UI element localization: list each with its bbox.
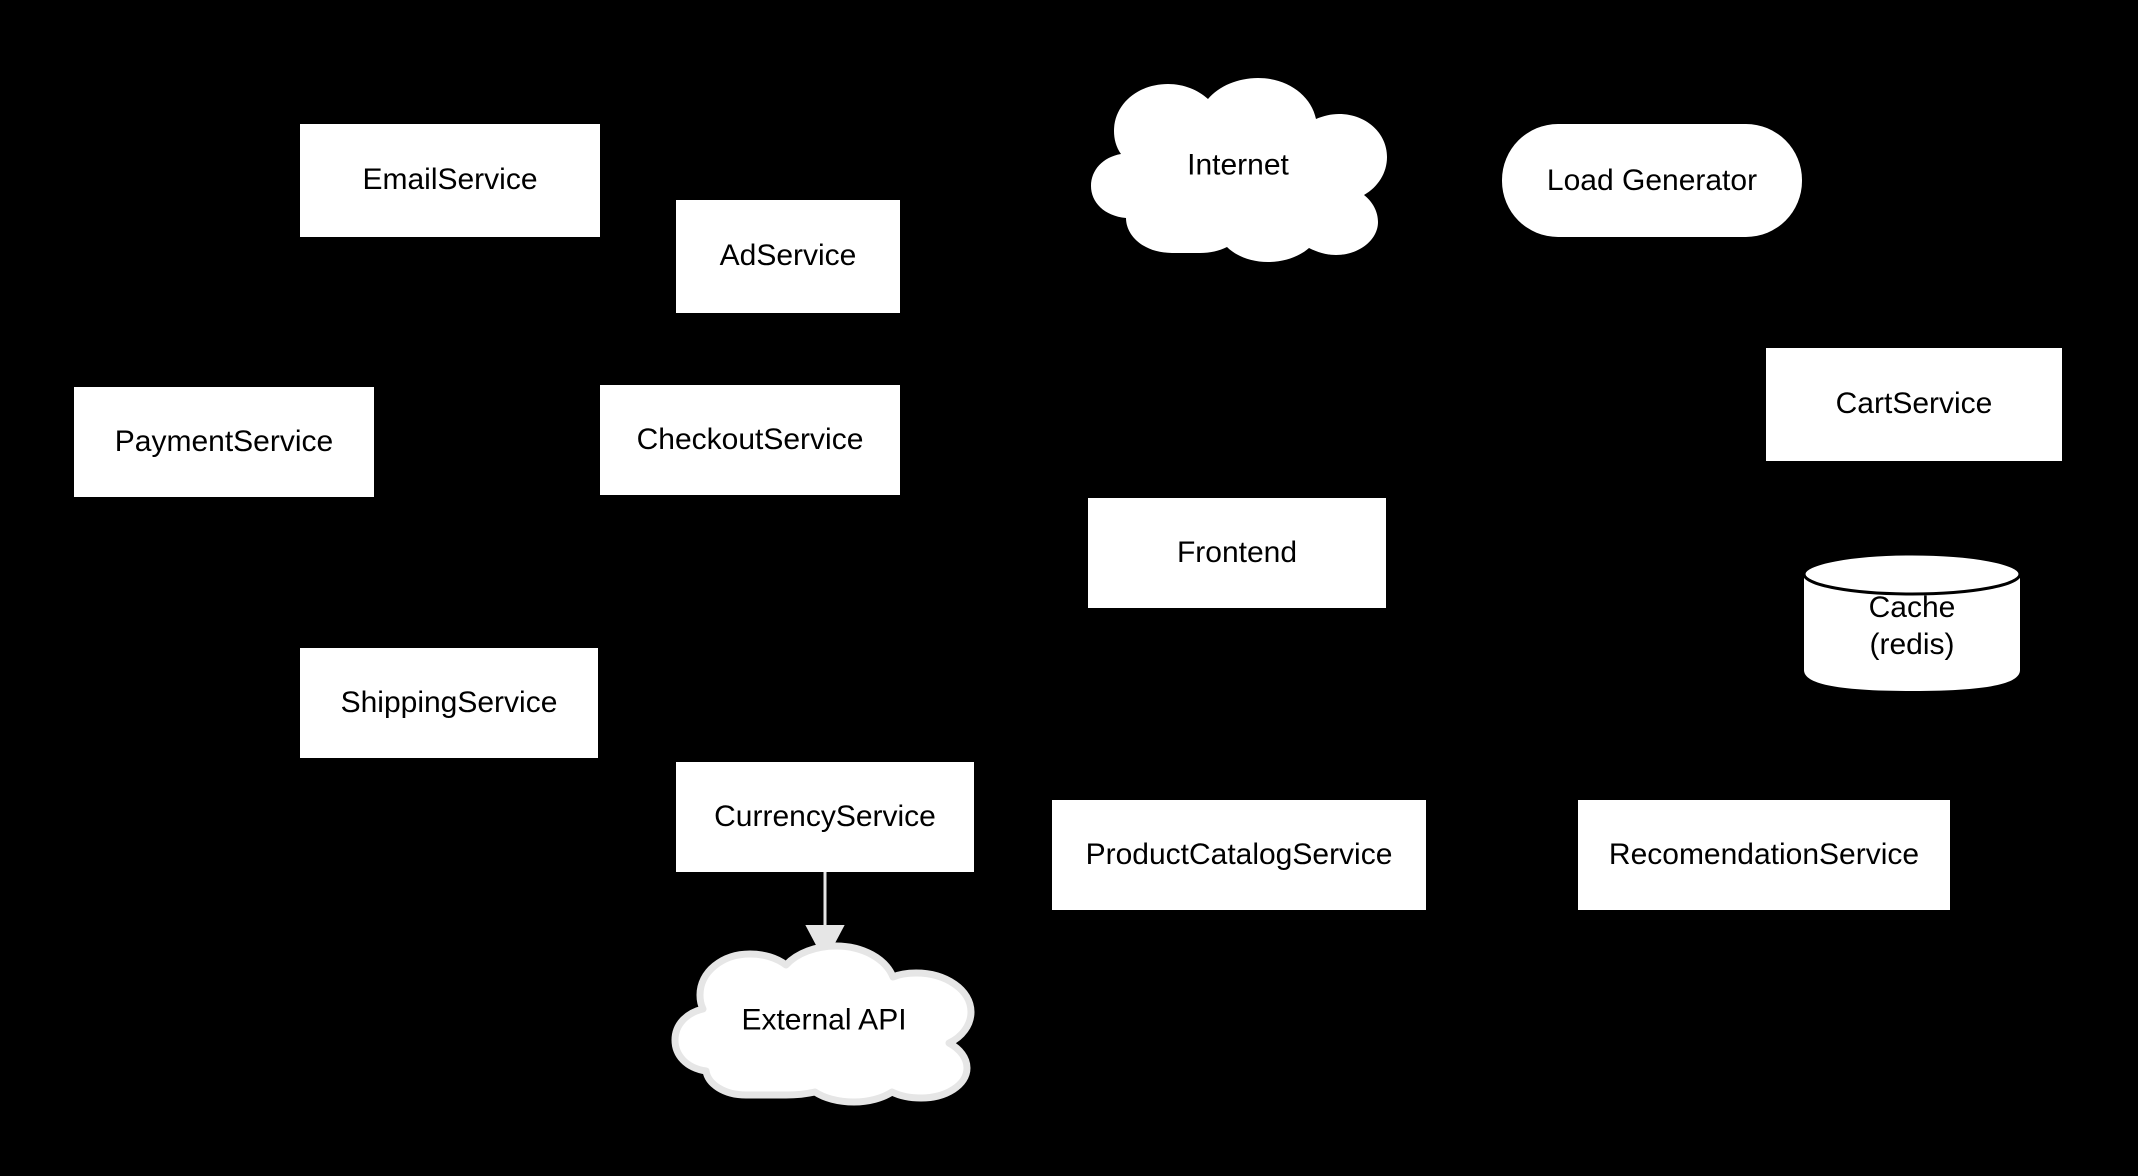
node-internet[interactable]: Internet — [1088, 78, 1388, 262]
node-label-product-catalog-service: ProductCatalogService — [1085, 837, 1393, 871]
node-ad-service[interactable]: AdService — [676, 200, 900, 313]
node-cart-service[interactable]: CartService — [1766, 348, 2062, 461]
node-label-frontend: Frontend — [1176, 535, 1298, 569]
node-label-cart-service: CartService — [1835, 387, 1993, 421]
node-recomendation-service[interactable]: RecomendationService — [1578, 800, 1950, 910]
node-cache-redis[interactable]: Cache (redis) — [1802, 552, 2022, 692]
node-label-load-generator: Load Generator — [1546, 163, 1758, 197]
node-label-internet: Internet — [1187, 147, 1289, 181]
node-frontend[interactable]: Frontend — [1088, 498, 1386, 608]
node-product-catalog-service[interactable]: ProductCatalogService — [1052, 800, 1426, 910]
cloud-icon — [671, 942, 975, 1106]
cloud-icon — [1091, 78, 1387, 262]
node-checkout-service[interactable]: CheckoutService — [600, 385, 900, 495]
node-load-generator[interactable]: Load Generator — [1502, 124, 1802, 237]
node-label-email-service: EmailService — [362, 163, 538, 197]
database-cylinder-icon — [1802, 552, 2022, 691]
node-label-external-api: External API — [741, 1003, 907, 1037]
node-label-payment-service: PaymentService — [114, 424, 334, 458]
node-label-ad-service: AdService — [719, 239, 857, 273]
node-label-shipping-service: ShippingService — [340, 685, 558, 719]
node-label-currency-service: CurrencyService — [714, 799, 936, 833]
node-label-cache-redis: Cache (redis) — [1868, 590, 1956, 661]
node-currency-service[interactable]: CurrencyService — [676, 762, 974, 872]
node-label-checkout-service: CheckoutService — [636, 422, 864, 456]
node-payment-service[interactable]: PaymentService — [74, 387, 374, 497]
node-email-service[interactable]: EmailService — [300, 124, 600, 237]
node-shipping-service[interactable]: ShippingService — [300, 648, 598, 758]
node-label-recomendation-service: RecomendationService — [1608, 837, 1920, 871]
node-external-api[interactable]: External API — [671, 942, 976, 1106]
